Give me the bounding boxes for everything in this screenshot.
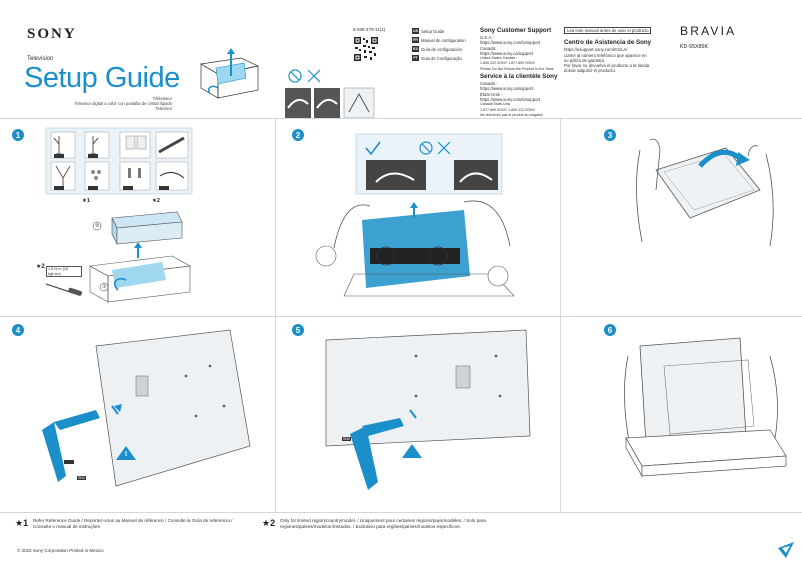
lang-item-pt[interactable]: PT Guia de Configuração: [412, 55, 462, 61]
part-label: SN2: [342, 437, 351, 441]
step-number-3: 3: [604, 129, 616, 141]
subtitle-line-fr: Téléviseur: [152, 96, 172, 101]
divider: [0, 316, 802, 317]
support-link[interactable]: https://esupport.sony.com/ES/LA/: [564, 47, 628, 53]
sony-logo: SONY: [27, 26, 77, 42]
model-number: KD-55X85K: [680, 44, 708, 50]
tv-box-illustration: [89, 211, 191, 303]
support-link[interactable]: https://www.sony.ca/support: [480, 50, 534, 56]
support-link[interactable]: https://www.sony.com/tvsupport: [480, 40, 541, 46]
torque-spec: 1.5 N·m {15 kgf·cm}: [46, 266, 82, 278]
lang-item-es[interactable]: ES Guía de configuración: [412, 46, 462, 52]
stand-tv-illustration: [624, 337, 787, 478]
support-es: Lea este manual antes de usar el product…: [564, 27, 656, 74]
lang-code: PT: [412, 55, 419, 61]
handling-illustration: [315, 133, 515, 297]
step-number-2: 2: [292, 129, 304, 141]
support-line: U.S.A.:: [480, 35, 494, 40]
lang-label: Guia de Configuração: [421, 55, 462, 61]
category-label: Television: [27, 56, 54, 62]
subtitle-line-pt: Televisor: [155, 106, 172, 111]
lang-label: Guía de configuración: [421, 46, 462, 52]
caution-illustration: [285, 69, 375, 119]
subtitle-block: Téléviseur Televisor digital a color con…: [60, 96, 172, 111]
copyright: © 2022 Sony Corporation Printed in Mexic…: [17, 548, 104, 553]
lift-tv-illustration: [636, 138, 774, 247]
screwdriver-icon: [45, 283, 83, 296]
support-line: Canada États-Unis: [480, 102, 511, 107]
step-number-1: 1: [12, 129, 24, 141]
footnote-mark-1: ★1: [15, 518, 29, 528]
step-number-4: 4: [12, 324, 24, 336]
support-line: United States Canada: [480, 56, 516, 61]
support-line: Canada:: [480, 45, 497, 51]
part-number: 5-038-479-11(1): [353, 27, 386, 32]
bravia-logo: BRAVIA: [680, 24, 737, 38]
support-line: 1.877.899.SONY 1.800.222.SONY: [480, 107, 536, 112]
subtitle-line-es: Televisor digital a color con pantalla d…: [74, 101, 172, 106]
read-manual-note: Lea este manual antes de usar el product…: [564, 27, 652, 35]
attach-stand-left-illustration: [42, 329, 251, 487]
step-number-5: 5: [292, 324, 304, 336]
qr-code: [353, 36, 379, 62]
step-number-6: 6: [604, 324, 616, 336]
page-title: Setup Guide: [24, 62, 180, 94]
support-heading: Sony Customer Support: [480, 27, 552, 34]
step-order-2: ②: [95, 223, 100, 229]
footnote-text-1: Refer Reference Guide / Reportez-vous au…: [33, 518, 233, 529]
support-line: États-Unis :: [480, 91, 503, 97]
unbox-illustration: [199, 48, 260, 99]
lang-code: US: [412, 28, 419, 34]
divider: [0, 118, 802, 119]
divider: [560, 118, 561, 512]
support-line: Please Do Not Return the Product to the …: [480, 66, 554, 71]
parts-box-illustration: [45, 127, 193, 195]
lang-code: ES: [412, 46, 419, 52]
star2-marker: ★2: [36, 264, 45, 270]
lang-item-us[interactable]: US Setup Guide: [412, 28, 444, 34]
star1-marker: ★1: [82, 198, 90, 204]
support-heading-es: Centro de Asistencia de Sony: [564, 39, 652, 47]
support-line: su póliza de garantía.: [564, 57, 606, 63]
lang-code: FR: [412, 37, 419, 43]
star2-marker: ★2: [152, 198, 160, 204]
lang-label: Setup Guide: [421, 28, 445, 34]
lang-label: Manuel de configuration: [421, 37, 466, 43]
support-line: Por favor no devuelva el producto a la t…: [564, 63, 650, 69]
part-label: SN1: [77, 476, 86, 480]
footnote-text-2: Only for limited region/country/model. /…: [280, 518, 486, 529]
support-line: donde adquirió el producto.: [564, 68, 617, 74]
step-order-1: ①: [102, 284, 107, 290]
support-line: Ne retournez pas le produit au magasin: [480, 112, 543, 117]
footnote-mark-2: ★2: [262, 518, 276, 528]
support-en-fr: Sony Customer Support U.S.A.: https://ww…: [480, 27, 560, 118]
recycle-icon: [778, 542, 794, 558]
lang-item-fr[interactable]: FR Manuel de configuration: [412, 37, 466, 43]
support-line: Canada :: [480, 81, 498, 87]
attach-stand-right-illustration: [325, 329, 531, 490]
divider: [275, 118, 276, 512]
support-link[interactable]: https://www.sony.ca/support: [480, 86, 534, 92]
support-line: 1.800.222.SONY 1.877.899.SONY: [480, 61, 536, 66]
support-heading-fr: Service à la clientèle Sony: [480, 73, 558, 81]
support-line: Llame al número telefónico que aparece e…: [564, 52, 647, 58]
support-link[interactable]: https://www.sony.com/tvsupport: [480, 96, 541, 102]
divider: [0, 512, 802, 513]
